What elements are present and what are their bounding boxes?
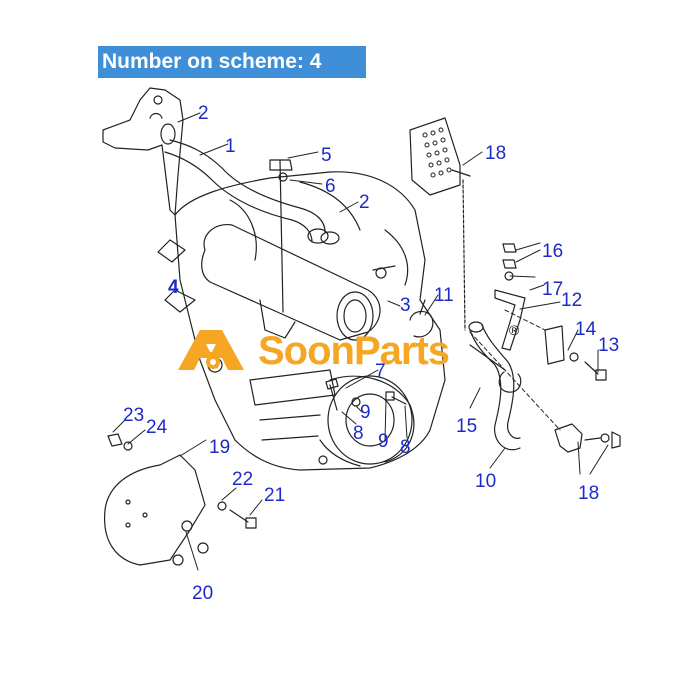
callout-18: 18 (485, 143, 507, 164)
nut-washer-23-24 (107, 433, 133, 451)
heat-shield-18 (409, 117, 471, 331)
callout-2: 2 (198, 103, 209, 124)
bracket-part-12 (494, 289, 526, 351)
callout-19: 19 (209, 437, 231, 458)
callout-6: 6 (325, 176, 336, 197)
muffler (201, 159, 381, 341)
callout-14: 14 (575, 319, 597, 340)
bracket-13-14 (544, 325, 607, 381)
callout-3: 3 (400, 295, 411, 316)
scheme-number-banner: Number on scheme: 4 (98, 46, 366, 78)
callout-17: 17 (542, 279, 564, 300)
callout-11: 11 (434, 285, 454, 306)
callout-18: 18 (578, 483, 600, 504)
engine-block (157, 171, 446, 471)
callout-4: 4 (168, 277, 179, 298)
callout-23: 23 (123, 405, 145, 426)
pipe-part-10 (468, 321, 521, 451)
callout-16: 16 (542, 241, 564, 262)
hose-part-1 (160, 123, 340, 245)
callout-8: 8 (353, 423, 364, 444)
bolt-8-9 (325, 378, 407, 411)
callout-20: 20 (192, 583, 214, 604)
callout-9: 9 (378, 431, 389, 452)
callout-15: 15 (456, 416, 478, 437)
callout-5: 5 (321, 145, 332, 166)
callout-24: 24 (146, 417, 168, 438)
bracket-18-lower (554, 423, 621, 453)
callout-1: 1 (225, 136, 236, 157)
callout-2: 2 (359, 192, 370, 213)
callout-9: 9 (360, 402, 371, 423)
guard-plate-19 (103, 454, 206, 566)
soonparts-logo-icon (178, 330, 244, 370)
clamp-part-15 (469, 344, 522, 393)
nuts-16-17 (502, 243, 517, 281)
callout-12: 12 (561, 290, 583, 311)
callout-8: 8 (400, 437, 411, 458)
callout-22: 22 (232, 469, 254, 490)
callout-21: 21 (264, 485, 286, 506)
watermark-registered: ® (509, 322, 520, 338)
callout-7: 7 (375, 361, 386, 382)
clamp-part-11 (409, 299, 434, 338)
watermark-brand: SoonParts (258, 329, 450, 373)
bracket-top-left (102, 87, 184, 216)
leader-lines (112, 112, 609, 571)
washers-20 (172, 520, 209, 566)
callout-13: 13 (598, 335, 620, 356)
bolt-21-22 (217, 501, 257, 529)
callout-10: 10 (475, 471, 497, 492)
